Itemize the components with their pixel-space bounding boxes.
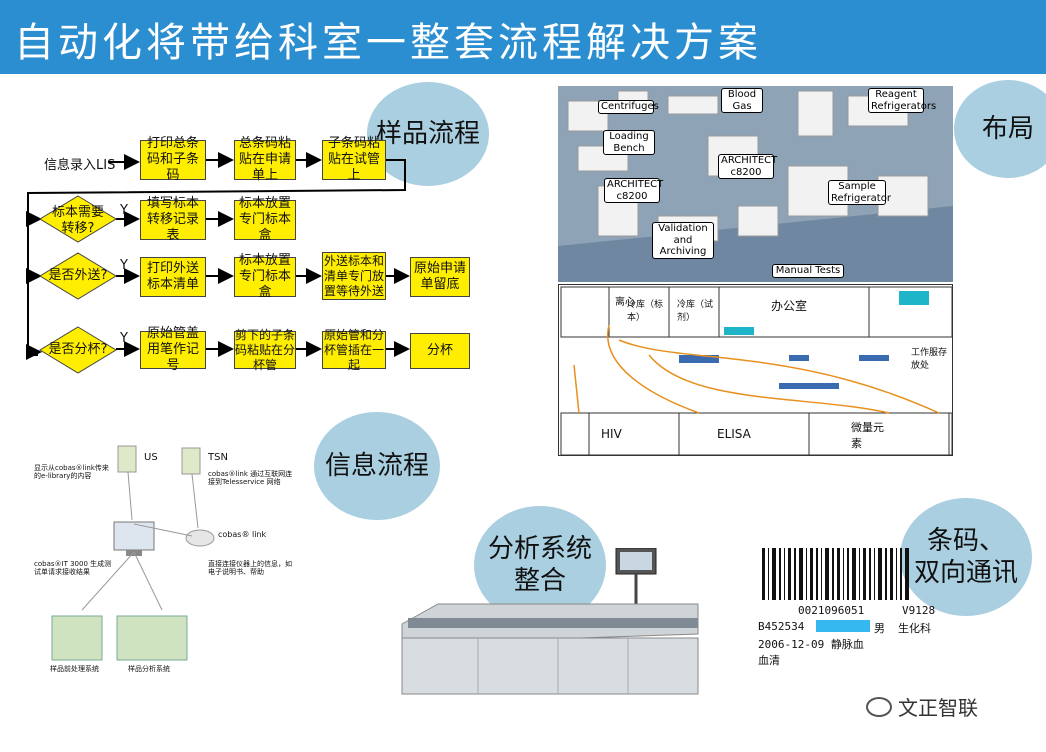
flow-box-label: 打印外送标本清单: [146, 260, 199, 292]
info-flow-label: 信息流程: [324, 450, 429, 481]
yes-label: Y: [120, 203, 128, 218]
info-note-right-mid: 直接连接仪器上的信息，如电子说明书、帮助: [208, 560, 292, 577]
info-note-right-top: cobas®link 通过互联网连接到Telesservice 网络: [208, 470, 293, 487]
flow-box-label: 外送标本和清单专门放置等待外送: [323, 253, 384, 298]
flow-box-print-barcode: 打印总条码和子条码: [140, 136, 206, 183]
info-flow-diagram: US TSN cobas® link 显示从cobas®link传来的e-lib…: [22, 440, 312, 690]
analysis-label-2: 整合: [513, 566, 566, 596]
barcode-label-1: 条码、: [926, 525, 1005, 556]
barcode-number: 0021096051: [798, 604, 865, 617]
info-cobas-link: cobas® link: [218, 530, 267, 539]
flow-box-label: 标本放置专门标本盒: [238, 252, 291, 301]
sample-flow-label: 样品流程: [375, 118, 480, 149]
lab-layout-3d-image: Centrifuges Blood Gas Reagent Refrigerat…: [558, 86, 953, 282]
floor-centrifuge: 离心: [615, 297, 635, 308]
decision-external: 是否外送?: [48, 268, 108, 283]
layout-label: 布局: [981, 113, 1034, 144]
barcode-dept: 生化科: [898, 622, 931, 635]
barcode-specimen: 血清: [758, 654, 780, 667]
flow-box-label: 剪下的子条码粘贴在分杯管: [235, 327, 296, 372]
flow-box-paste-tube: 子条码粘贴在试管上: [322, 136, 386, 183]
flow-box-label: 填写标本转移记录表: [146, 195, 199, 244]
barcode-bars: [762, 548, 909, 600]
flow-box-label: 子条码粘贴在试管上: [327, 135, 380, 184]
layout-bubble: 布局: [954, 80, 1046, 178]
wechat-icon: [866, 696, 892, 717]
flow-start-lis: 信息录入LIS: [44, 158, 116, 173]
flow-box-insert-together: 原始管和分杯管插在一起: [322, 328, 386, 372]
flow-box-aliquot: 分杯: [410, 333, 470, 369]
label-manual-tests: Manual Tests: [772, 264, 844, 278]
info-cap-right: 样品分析系统: [128, 665, 170, 673]
barcode-date: 2006-12-09 静脉血: [758, 638, 864, 651]
barcode-label-2: 双向通讯: [913, 558, 1018, 588]
floor-uniform: 工作服存放处: [911, 348, 948, 371]
floor-cold-reagent: 冷库（试剂）: [677, 300, 714, 323]
decision-aliquot: 是否分杯?: [48, 342, 108, 357]
flow-box-label: 打印总条码和子条码: [146, 135, 199, 184]
info-cap-left: 样品前处理系统: [50, 665, 99, 673]
watermark: 文正智联: [866, 692, 978, 721]
info-us: US: [144, 452, 158, 463]
floor-elisa: ELISA: [717, 427, 751, 441]
info-tsn: TSN: [208, 452, 228, 463]
analysis-label-1: 分析系统: [487, 533, 592, 564]
flow-box-mark-cap: 原始管盖用笔作记号: [140, 326, 206, 373]
sample-flow-bubble: 样品流程: [367, 82, 489, 186]
flow-box-label: 原始管和分杯管插在一起: [323, 327, 384, 372]
barcode-redacted-name: [816, 620, 870, 632]
info-note-left-mid: cobas®IT 3000 生成测试单请求接收结果: [34, 560, 112, 577]
yes-label: Y: [120, 331, 128, 346]
barcode-code-right: V9128: [902, 604, 936, 617]
yes-label: Y: [120, 258, 128, 273]
label-loading-bench: Loading Bench: [603, 130, 655, 155]
label-reagent-refrigerators: Reagent Refrigerators: [868, 88, 936, 113]
label-architect-1: ARCHITECT c8200: [718, 154, 777, 179]
flow-box-label: 分杯: [426, 342, 453, 358]
flow-box-print-external-list: 打印外送标本清单: [140, 257, 206, 297]
title-bar: 自动化将带给科室一整套流程解决方案: [0, 0, 1046, 74]
flow-box-transfer-record: 填写标本转移记录表: [140, 196, 206, 243]
floor-trace: 微量元素: [851, 421, 884, 450]
label-architect-2: ARCHITECT c8200: [604, 178, 663, 203]
flow-box-keep-request: 原始申请单留底: [410, 257, 470, 297]
flow-box-label: 原始申请单留底: [413, 260, 466, 292]
barcode-sex: 男: [874, 622, 885, 635]
barcode-patient-id: B452534: [758, 620, 805, 633]
barcode-label-image: 0021096051 V9128 B452534 男 生化科 2006-12-0…: [752, 548, 952, 678]
flow-box-paste-request: 总条码粘贴在申请单上: [234, 136, 296, 183]
label-validation: Validation and Archiving: [652, 222, 714, 259]
label-blood-gas: Blood Gas: [721, 88, 763, 113]
flow-box-external-box: 标本放置专门标本盒: [234, 253, 296, 300]
watermark-text: 文正智联: [898, 696, 978, 720]
barcode-bubble: 条码、双向通讯: [900, 498, 1032, 616]
flow-box-external-wait: 外送标本和清单专门放置等待外送: [322, 252, 386, 300]
floor-office: 办公室: [771, 299, 808, 313]
label-sample-refrigerator: Sample Refrigerator: [828, 180, 891, 205]
flow-box-label: 原始管盖用笔作记号: [146, 325, 199, 374]
info-flow-bubble: 信息流程: [314, 412, 440, 520]
info-note-left-top: 显示从cobas®link传来的e-library的内容: [34, 464, 109, 481]
flow-box-label: 标本放置专门标本盒: [238, 195, 291, 244]
flow-box-paste-aliquot: 剪下的子条码粘贴在分杯管: [234, 328, 296, 372]
floor-hiv: HIV: [601, 427, 622, 441]
label-centrifuges: Centrifuges: [598, 100, 659, 114]
decision-transfer: 标本需要转移?: [51, 205, 104, 237]
floor-cold-sample: 冷库（标本）: [627, 300, 664, 323]
flow-box-label: 总条码粘贴在申请单上: [238, 135, 291, 184]
floor-plan-image: 离心 冷库（标本） 冷库（试剂） 办公室 工作服存放处 HIV ELISA 微量…: [558, 284, 953, 456]
analyzer-image: [398, 547, 706, 698]
page-title: 自动化将带给科室一整套流程解决方案: [14, 20, 762, 66]
flow-connectors: [26, 152, 410, 374]
flow-box-transfer-box: 标本放置专门标本盒: [234, 196, 296, 243]
